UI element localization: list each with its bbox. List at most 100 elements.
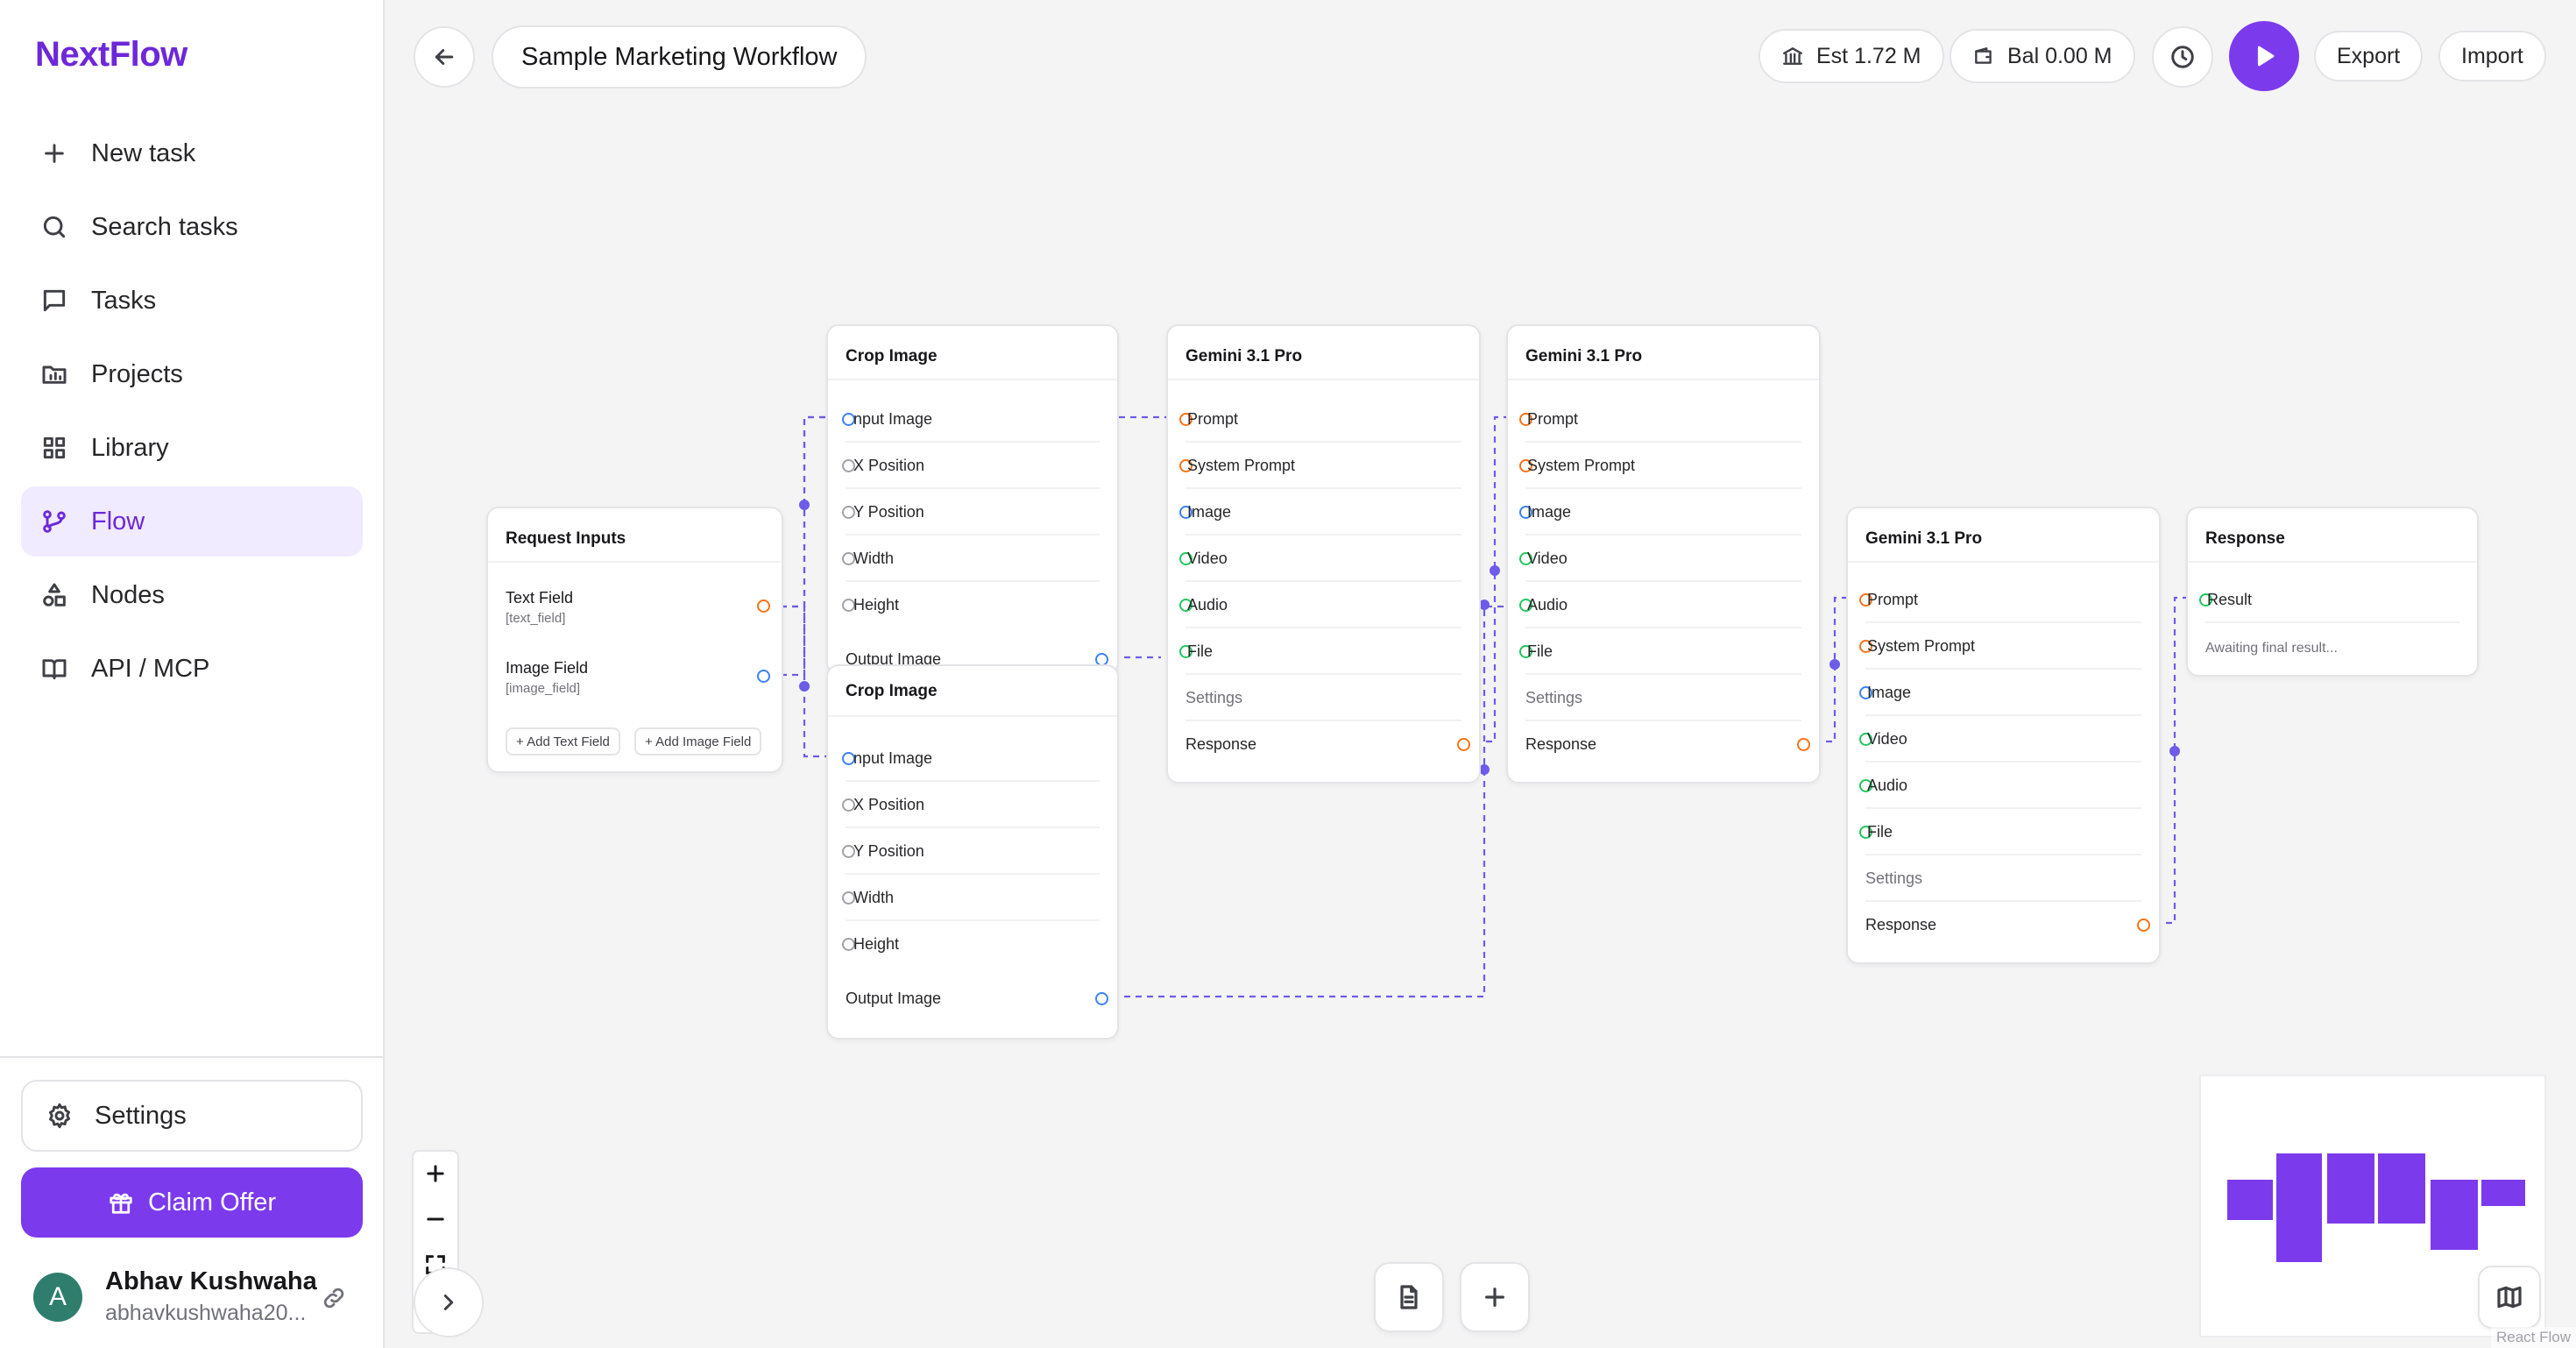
- minimap-node-gemini-1: [2327, 1153, 2374, 1224]
- output-row: Response: [1508, 721, 1819, 768]
- input-port[interactable]: [842, 413, 855, 426]
- input-port[interactable]: [842, 552, 855, 565]
- zoom-in-button[interactable]: [414, 1152, 457, 1195]
- fit-view-button[interactable]: [414, 1243, 457, 1287]
- expand-panel-button[interactable]: [414, 1267, 484, 1337]
- node-crop-image-1[interactable]: Crop Image nput Image X Position Y Posit…: [826, 324, 1119, 675]
- document-button[interactable]: [1374, 1262, 1444, 1332]
- input-port[interactable]: [1519, 552, 1532, 565]
- run-workflow-button[interactable]: [2229, 21, 2299, 91]
- input-port[interactable]: [842, 459, 855, 472]
- react-flow-attribution[interactable]: React Flow: [2490, 1327, 2576, 1348]
- input-port[interactable]: [1519, 645, 1532, 658]
- input-label: File: [1187, 642, 1214, 660]
- sidebar-item-label: Library: [91, 433, 169, 462]
- output-port[interactable]: [1457, 738, 1470, 751]
- settings-row[interactable]: Settings: [1508, 675, 1819, 721]
- sidebar-item-api-mcp[interactable]: API / MCP: [21, 634, 363, 704]
- sidebar-item-nodes[interactable]: Nodes: [21, 560, 363, 630]
- add-node-button[interactable]: [1460, 1262, 1530, 1332]
- link-icon[interactable]: [321, 1285, 347, 1311]
- estimate-badge[interactable]: Est 1.72 M: [1759, 29, 1944, 83]
- input-row: Result: [2188, 577, 2477, 623]
- input-port[interactable]: [842, 845, 855, 858]
- edge-handle: [1490, 565, 1500, 576]
- node-gemini-2[interactable]: Gemini 3.1 Pro Prompt System Prompt Imag…: [1506, 324, 1821, 784]
- input-port[interactable]: [1859, 826, 1872, 839]
- input-port[interactable]: [1859, 686, 1872, 699]
- field-label: Text Field: [506, 589, 574, 607]
- input-port[interactable]: [1859, 593, 1872, 607]
- output-label: Response: [1865, 916, 1937, 933]
- node-title: Crop Image: [846, 347, 938, 365]
- input-port[interactable]: [1179, 645, 1192, 658]
- output-port-text[interactable]: [757, 600, 770, 613]
- gift-icon: [110, 1193, 132, 1214]
- input-port[interactable]: [842, 506, 855, 519]
- input-port[interactable]: [1179, 506, 1192, 519]
- sidebar-item-projects[interactable]: Projects: [21, 339, 363, 409]
- settings-row[interactable]: Settings: [1168, 675, 1479, 721]
- input-port[interactable]: [1519, 506, 1532, 519]
- sidebar-item-tasks[interactable]: Tasks: [21, 266, 363, 336]
- node-gemini-3[interactable]: Gemini 3.1 Pro Prompt System Prompt Imag…: [1846, 507, 2161, 964]
- git-branch-icon: [43, 510, 66, 533]
- input-port[interactable]: [1179, 413, 1192, 426]
- claim-offer-button[interactable]: Claim Offer: [21, 1167, 363, 1238]
- input-port[interactable]: [1519, 599, 1532, 612]
- input-port[interactable]: [1859, 779, 1872, 792]
- plus-icon: [1485, 1288, 1504, 1307]
- settings-button[interactable]: Settings: [21, 1080, 363, 1152]
- input-port[interactable]: [842, 938, 855, 951]
- sidebar-item-library[interactable]: Library: [21, 413, 363, 483]
- add-image-field-button[interactable]: + Add Image Field: [634, 727, 762, 756]
- node-response[interactable]: Response Result Awaiting final result...: [2186, 507, 2479, 677]
- arrow-left-icon: [435, 49, 454, 65]
- output-port[interactable]: [1095, 992, 1108, 1005]
- node-gemini-1[interactable]: Gemini 3.1 Pro Prompt System Prompt Imag…: [1166, 324, 1481, 784]
- workflow-title[interactable]: Sample Marketing Workflow: [492, 25, 867, 89]
- edge-handle: [1829, 659, 1840, 670]
- settings-row[interactable]: Settings: [1848, 855, 2159, 902]
- input-port[interactable]: [842, 599, 855, 612]
- output-row: Response: [1848, 902, 2159, 948]
- minimap-node-crop-image: [2276, 1153, 2322, 1262]
- input-port[interactable]: [842, 798, 855, 812]
- edge-handle: [799, 500, 810, 510]
- input-port[interactable]: [2199, 593, 2212, 607]
- input-row: Prompt: [1168, 396, 1479, 443]
- export-button[interactable]: Export: [2314, 31, 2424, 82]
- zoom-out-button[interactable]: [414, 1197, 457, 1241]
- user-profile[interactable]: A Abhav Kushwaha abhavkushwaha20...: [33, 1267, 366, 1329]
- sidebar-item-new-task[interactable]: New task: [21, 118, 363, 188]
- input-port[interactable]: [842, 891, 855, 905]
- input-port[interactable]: [1859, 733, 1872, 746]
- node-title: Gemini 3.1 Pro: [1525, 347, 1643, 365]
- input-port[interactable]: [842, 752, 855, 765]
- input-port[interactable]: [1859, 640, 1872, 653]
- input-port[interactable]: [1519, 413, 1532, 426]
- output-port[interactable]: [1797, 738, 1810, 751]
- input-port[interactable]: [1179, 552, 1192, 565]
- add-text-field-button[interactable]: + Add Text Field: [506, 727, 620, 756]
- back-button[interactable]: [414, 26, 475, 88]
- field-label: Image Field: [506, 659, 589, 677]
- node-crop-image-2[interactable]: Crop Image nput Image X Position Y Posit…: [826, 664, 1119, 1039]
- balance-badge[interactable]: Bal 0.00 M: [1950, 29, 2135, 83]
- output-port[interactable]: [2137, 919, 2150, 932]
- import-button[interactable]: Import: [2438, 31, 2546, 82]
- input-port[interactable]: [1179, 459, 1192, 472]
- minimap-toggle-button[interactable]: [2478, 1266, 2541, 1329]
- input-port[interactable]: [1179, 599, 1192, 612]
- input-row: System Prompt: [1168, 443, 1479, 489]
- sidebar-item-search-tasks[interactable]: Search tasks: [21, 192, 363, 262]
- history-button[interactable]: [2152, 26, 2213, 88]
- input-port[interactable]: [1519, 459, 1532, 472]
- input-row: Y Position: [828, 489, 1117, 536]
- output-port-image[interactable]: [757, 670, 770, 683]
- grid-icon: [43, 436, 66, 459]
- sidebar-item-flow[interactable]: Flow: [21, 486, 363, 557]
- user-email: abhavkushwaha20...: [105, 1301, 307, 1325]
- app-logo[interactable]: NextFlow: [35, 35, 188, 74]
- node-request-inputs[interactable]: Request Inputs Text Field [text_field] I…: [486, 507, 783, 773]
